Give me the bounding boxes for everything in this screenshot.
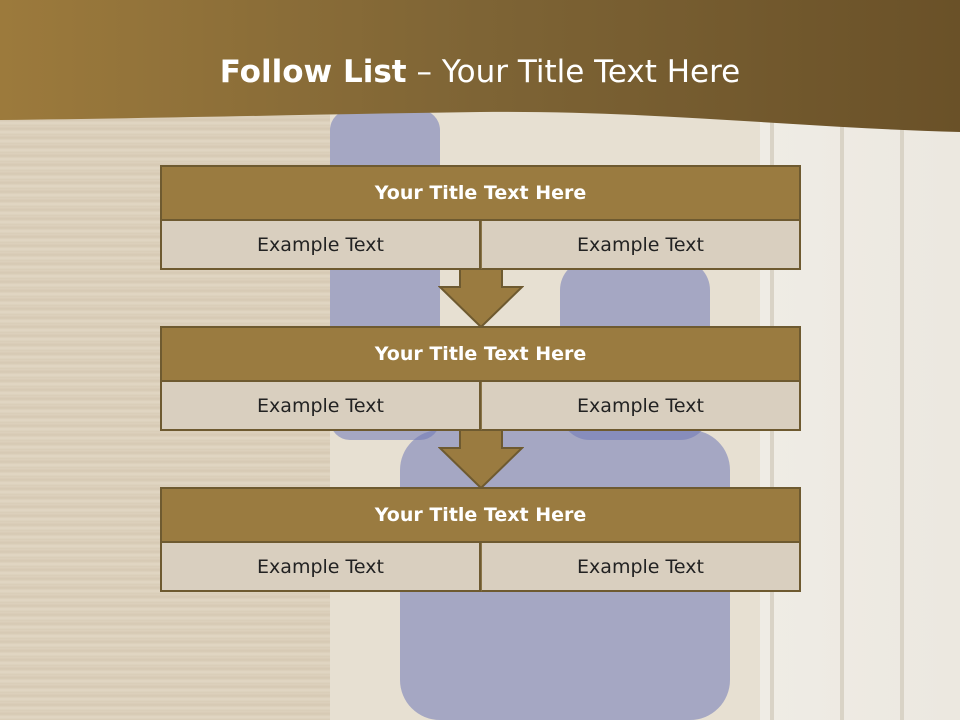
- block-row: Example Text Example Text: [160, 221, 801, 270]
- block-cell-right: Example Text: [481, 382, 801, 431]
- block-row: Example Text Example Text: [160, 543, 801, 592]
- block-title: Your Title Text Here: [160, 487, 801, 543]
- block-cell-left: Example Text: [160, 221, 481, 270]
- background-stripe: [900, 120, 904, 720]
- list-block-1: Your Title Text Here Example Text Exampl…: [160, 165, 801, 270]
- block-cell-right: Example Text: [481, 543, 801, 592]
- block-title: Your Title Text Here: [160, 326, 801, 382]
- block-cell-right: Example Text: [481, 221, 801, 270]
- block-row: Example Text Example Text: [160, 382, 801, 431]
- background-stripe: [840, 120, 844, 720]
- block-cell-left: Example Text: [160, 543, 481, 592]
- down-arrow-icon: [438, 430, 524, 490]
- block-cell-left: Example Text: [160, 382, 481, 431]
- list-block-3: Your Title Text Here Example Text Exampl…: [160, 487, 801, 592]
- slide-title-bold: Follow List: [219, 54, 407, 90]
- slide-title-rest: – Your Title Text Here: [406, 54, 741, 90]
- list-block-2: Your Title Text Here Example Text Exampl…: [160, 326, 801, 431]
- block-title: Your Title Text Here: [160, 165, 801, 221]
- down-arrow-icon: [438, 269, 524, 329]
- header-band: [0, 0, 960, 132]
- slide-title: Follow List – Your Title Text Here: [0, 54, 960, 90]
